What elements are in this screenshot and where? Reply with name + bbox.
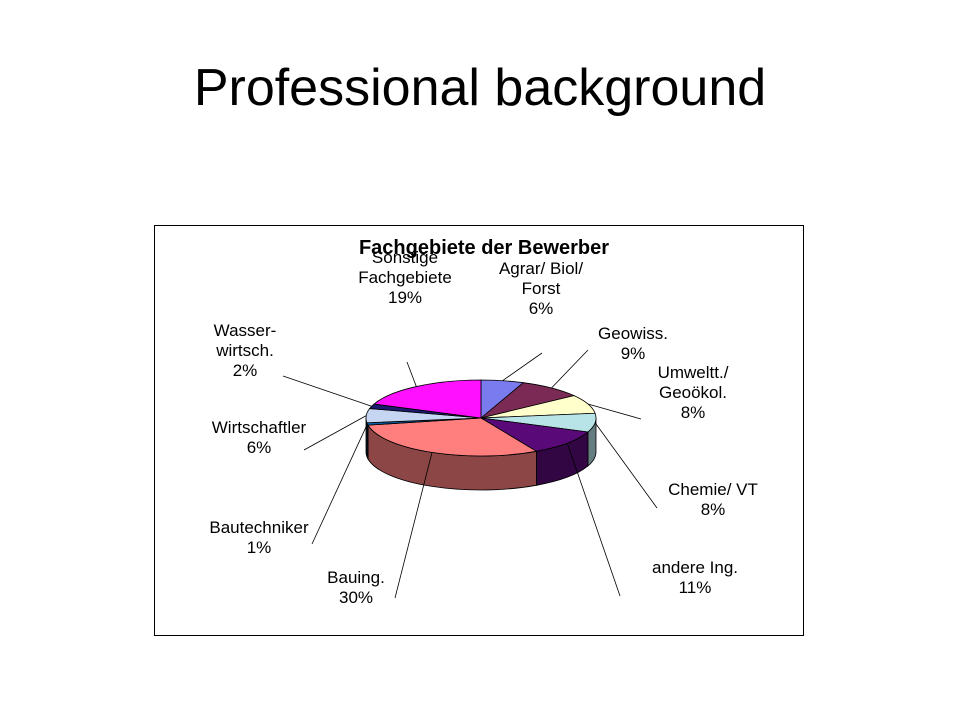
- pie-slice-category-label: Bautechniker: [209, 518, 309, 537]
- pie-slice-category-label: Umweltt./: [658, 363, 729, 382]
- pie-slice-value-label: 30%: [339, 588, 373, 607]
- pie-leader-line: [566, 442, 621, 597]
- pie-leader-line: [282, 375, 372, 407]
- slide-title: Professional background: [193, 59, 767, 117]
- pie-slice-category-label: Forst: [522, 279, 561, 298]
- pie-slice-value-label: 8%: [681, 403, 706, 422]
- pie-sides: [365, 417, 597, 491]
- pie-slice: [373, 379, 482, 419]
- pie-slice-value-label: 8%: [701, 500, 726, 519]
- pie-slice-category-label: Sonstige: [372, 248, 438, 267]
- pie-slice-side: [365, 417, 368, 457]
- pie-slice-value-label: 19%: [388, 288, 422, 307]
- pie-leader-line: [587, 403, 642, 420]
- pie-slice-category-label: Geowiss.: [598, 324, 668, 343]
- pie-leader-line: [406, 361, 417, 387]
- pie-slice-value-label: 6%: [529, 299, 554, 318]
- pie-chart: Fachgebiete der Bewerber Agrar/ Biol/For…: [209, 237, 757, 607]
- pie-leader-line: [594, 422, 658, 509]
- pie-slice-value-label: 2%: [233, 361, 258, 380]
- chart-title: Fachgebiete der Bewerber: [359, 237, 609, 259]
- pie-leader-line: [502, 352, 543, 382]
- pie-tops: [365, 379, 597, 457]
- pie-slice: [367, 417, 538, 457]
- pie-slice-value-label: 1%: [247, 538, 272, 557]
- pie-slice-category-label: Fachgebiete: [358, 268, 452, 287]
- pie-slice-category-label: andere Ing.: [652, 558, 738, 577]
- pie-slice-category-label: Geoökol.: [659, 383, 727, 402]
- pie-slice-category-label: Chemie/ VT: [668, 480, 758, 499]
- pie-slice-category-label: wirtsch.: [215, 341, 274, 360]
- pie-leaders: [282, 349, 658, 599]
- pie-slice-category-label: Agrar/ Biol/: [499, 259, 583, 278]
- pie-leader-line: [551, 349, 589, 389]
- pie-slice-category-label: Wirtschaftler: [212, 418, 307, 437]
- pie-slice-category-label: Bauing.: [327, 568, 385, 587]
- chart-frame: Fachgebiete der Bewerber Agrar/ Biol/For…: [154, 225, 804, 636]
- pie-leader-line: [311, 423, 368, 545]
- pie-slice-value-label: 6%: [247, 438, 272, 457]
- pie-slice-value-label: 9%: [621, 344, 646, 363]
- pie-slice-category-label: Wasser-: [214, 321, 277, 340]
- pie-slice: [480, 417, 589, 452]
- pie-labels: Agrar/ Biol/Forst6%Geowiss.9%Umweltt./Ge…: [209, 248, 757, 607]
- pie-leader-line: [394, 452, 433, 599]
- pie-slice-value-label: 11%: [679, 578, 712, 597]
- pie-leader-line: [303, 415, 367, 451]
